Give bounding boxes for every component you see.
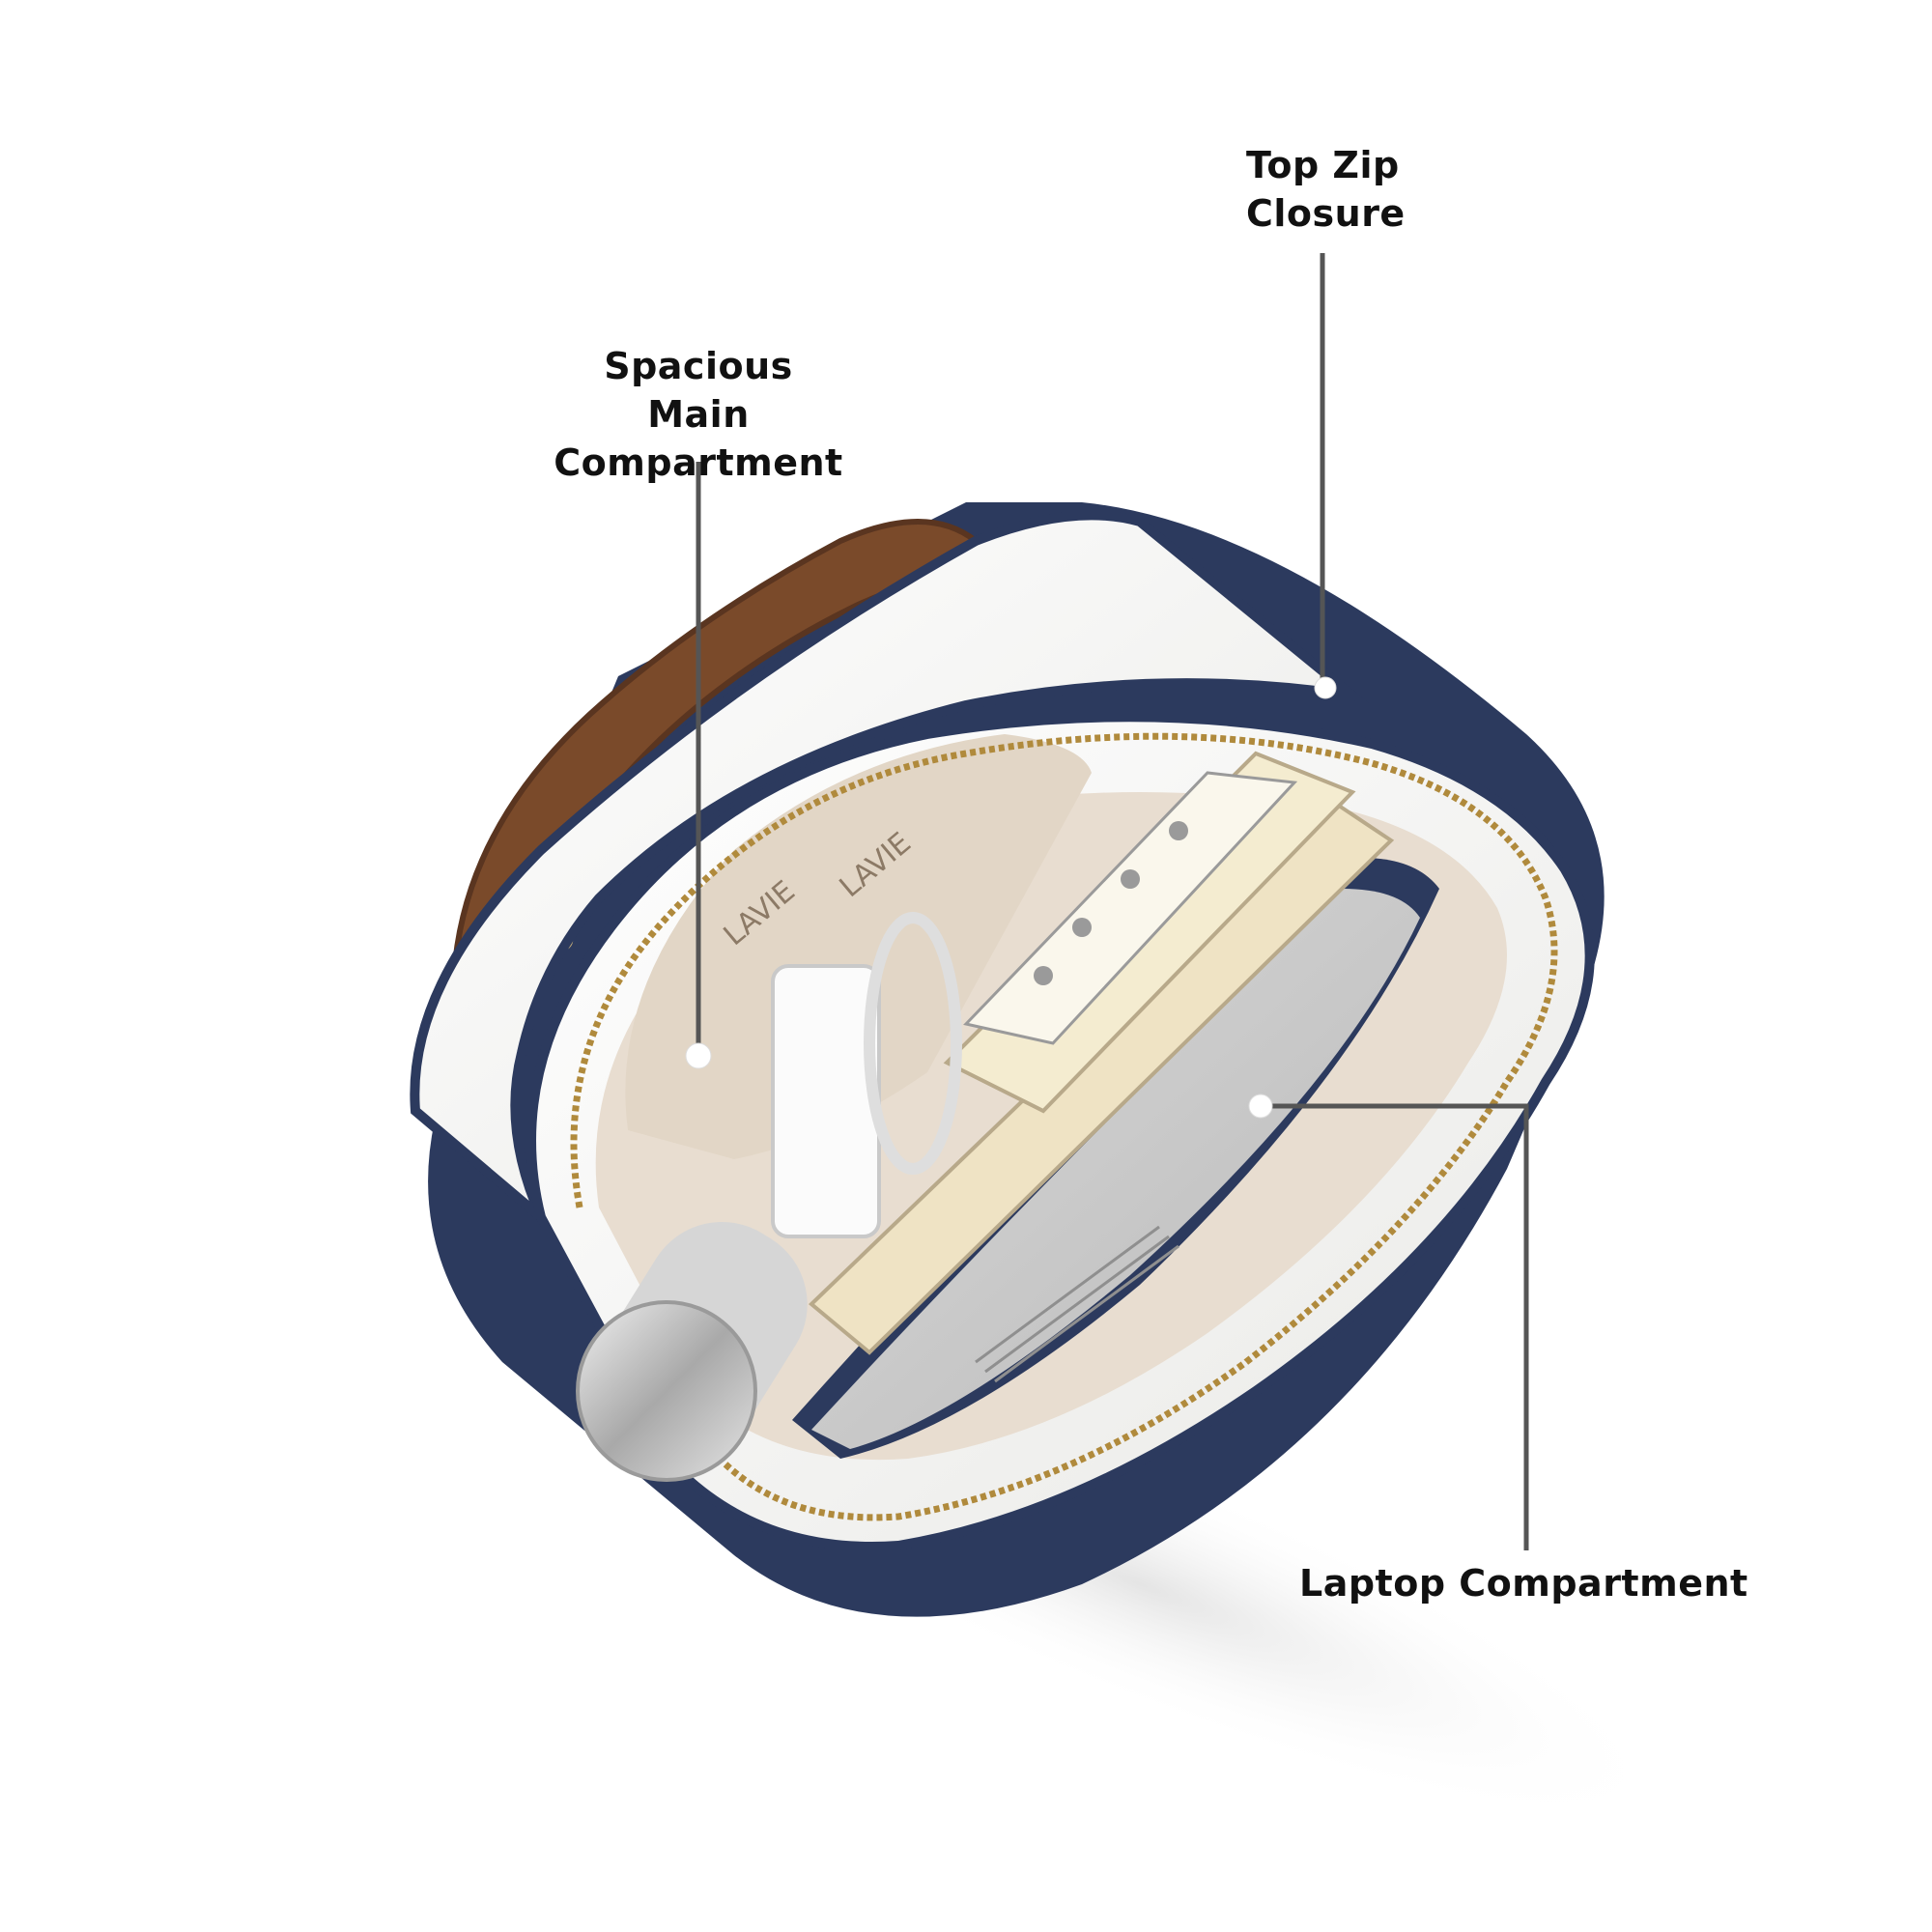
laptop-vents: [975, 1225, 1179, 1383]
leader-dot-top-zip: [1314, 676, 1337, 699]
callout-laptop-compartment: Laptop Compartment: [1299, 1562, 1748, 1605]
callout-leader-lines: [685, 253, 1529, 1550]
charger: [771, 964, 881, 1238]
main-compartment-lining: [625, 734, 1092, 1159]
callout-top-zip-closure: Top Zip Closure: [1246, 144, 1406, 235]
zipper: [570, 732, 1558, 1521]
leader-dot-main: [685, 1042, 712, 1069]
water-bottle: [576, 1221, 808, 1482]
callout-main-compartment: Spacious Main Compartment: [554, 345, 843, 484]
leader-dot-laptop: [1248, 1094, 1273, 1119]
laptop: [811, 889, 1420, 1449]
notebooks: [809, 751, 1395, 1355]
leader-line-laptop: [1261, 1103, 1529, 1550]
top-lid: [410, 510, 1370, 1221]
cable-coil: [864, 912, 962, 1175]
